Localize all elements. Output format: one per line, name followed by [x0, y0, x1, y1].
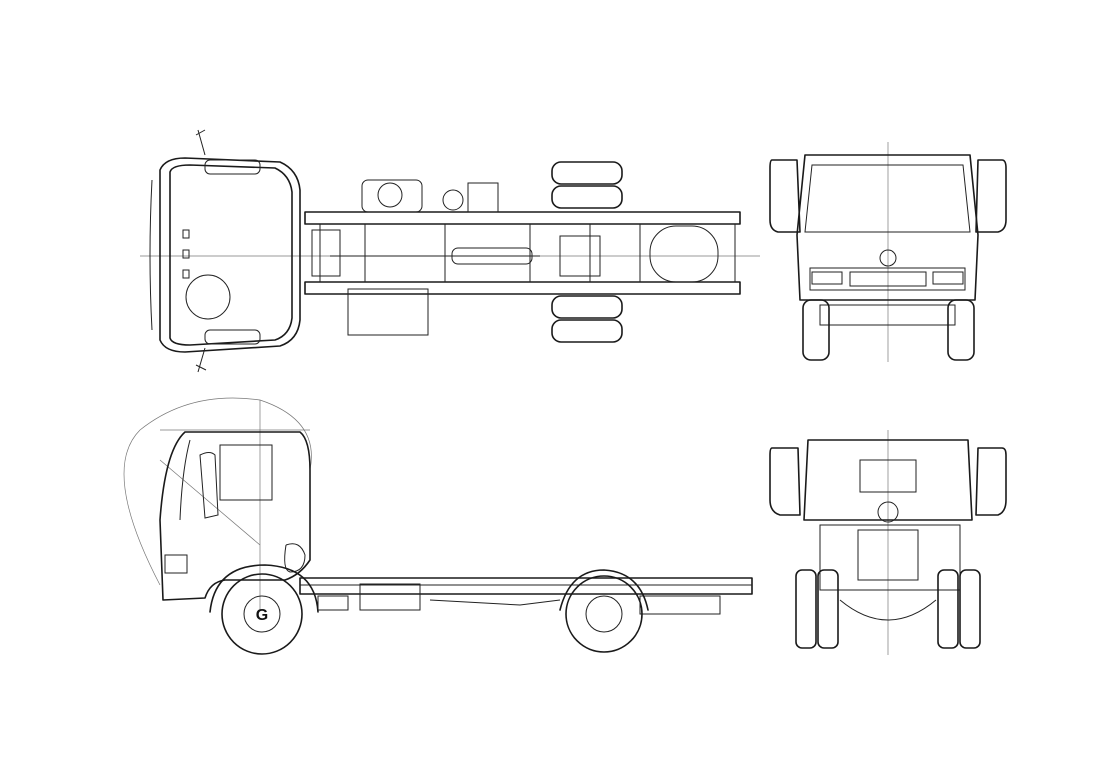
side-view: G [123, 397, 753, 655]
top-view-accessories [347, 179, 499, 336]
wheel-marker-label: G [256, 607, 268, 624]
front-view [769, 142, 1007, 362]
top-view [140, 129, 760, 373]
top-view-rear-tires [551, 161, 623, 343]
rear-view [769, 430, 1007, 655]
top-view-frame [304, 211, 741, 295]
top-view-cab [149, 129, 301, 373]
side-view-front-wheel: G [209, 564, 319, 655]
side-view-rear-wheel [559, 569, 649, 653]
